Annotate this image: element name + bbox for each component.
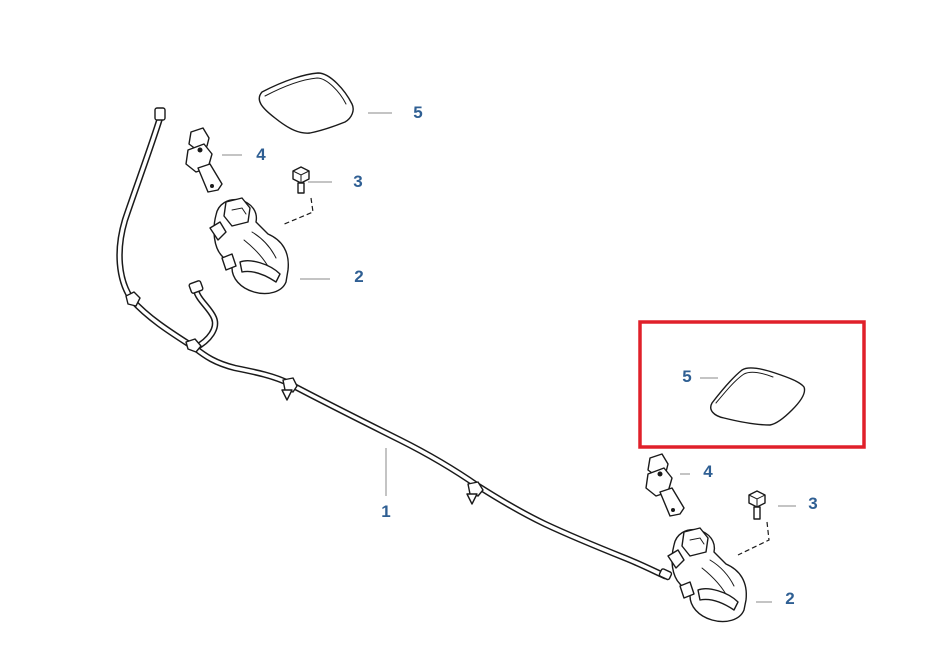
- callout-bolt-left: 3: [353, 172, 362, 191]
- callout-cover-left: 5: [413, 103, 422, 122]
- pump-left: [209, 197, 289, 295]
- callout-pump-right: 2: [785, 589, 794, 608]
- pump-right: [667, 527, 747, 623]
- nozzle-left: [185, 127, 223, 193]
- callout-pump-left: 2: [354, 267, 363, 286]
- highlight-box: [638, 320, 866, 449]
- callout-nozzle-left: 4: [256, 145, 266, 164]
- cover-cap-left: [258, 72, 354, 134]
- callout-nozzle-right: 4: [703, 462, 713, 481]
- bolt-left: [281, 166, 314, 226]
- washer-hose: 1: [116, 107, 673, 581]
- callout-cover-right: 5: [682, 367, 691, 386]
- callout-hose: 1: [381, 502, 390, 521]
- callout-bolt-right: 3: [808, 494, 817, 513]
- bolt-right: [737, 490, 770, 556]
- cover-cap-right[interactable]: [710, 367, 806, 426]
- nozzle-right: [645, 453, 685, 517]
